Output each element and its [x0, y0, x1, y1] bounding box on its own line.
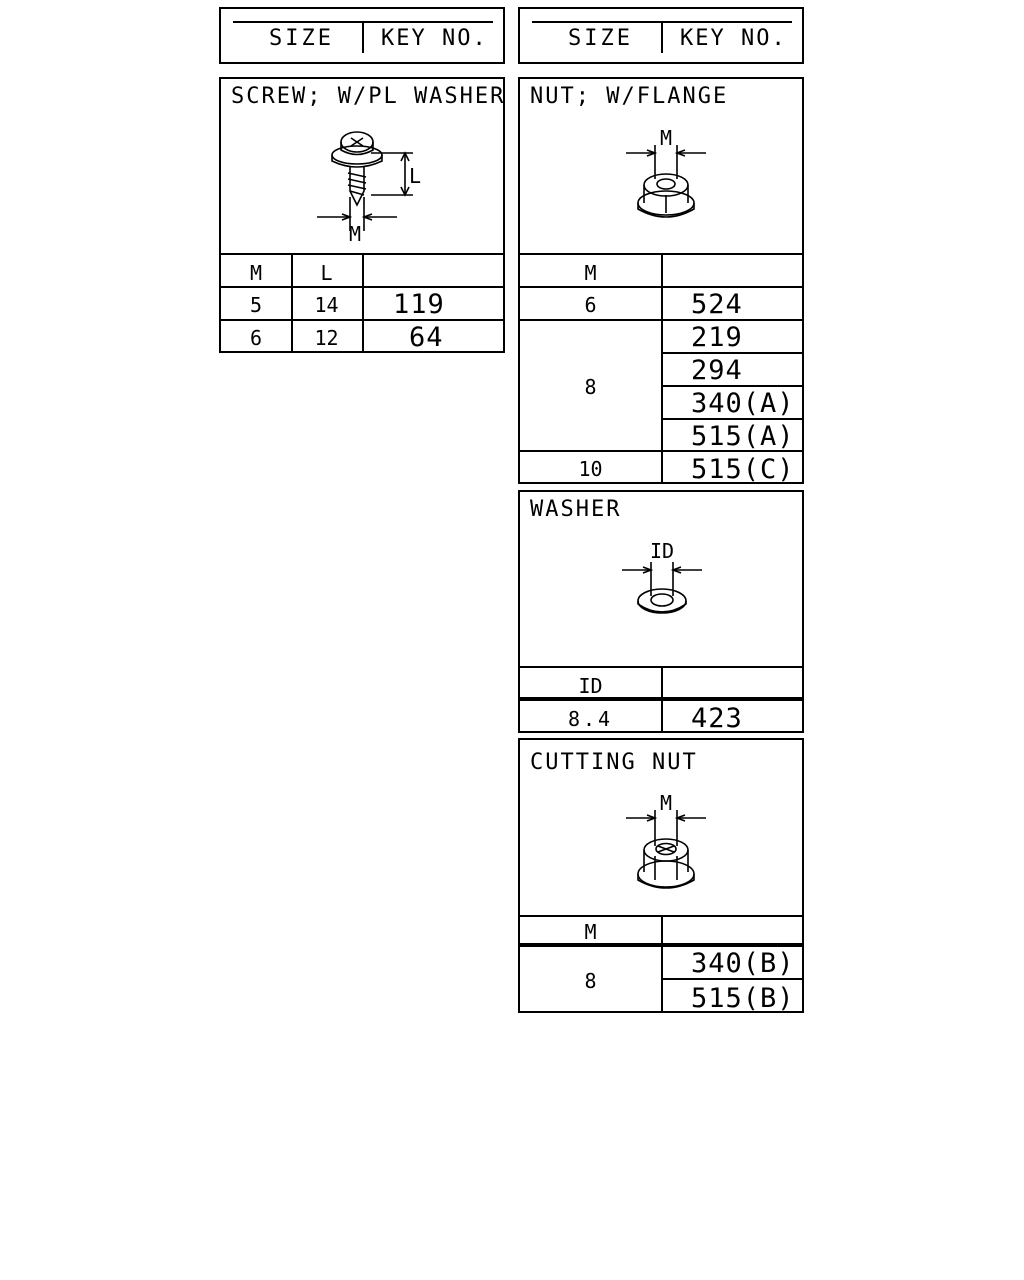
- table-cell-m: 5: [249, 293, 263, 317]
- header-divider: [661, 21, 663, 53]
- screw-panel: SCREW; W/PL WASHER L M M L 5 14: [219, 77, 505, 353]
- table-cell-l: 12: [314, 326, 339, 350]
- table-rule: [661, 978, 802, 980]
- table-cell-m: 6: [249, 326, 263, 350]
- table-cell-id: 8.4: [567, 707, 614, 731]
- key-number: 340(B): [691, 948, 795, 979]
- dim-l-label: L: [409, 164, 421, 188]
- dim-id-label: ID: [650, 539, 674, 563]
- table-cell-m: 8: [584, 969, 597, 993]
- header-divider: [362, 21, 364, 53]
- key-number: 423: [691, 703, 743, 734]
- key-number: 64: [409, 322, 444, 353]
- key-no-label: KEY NO.: [381, 26, 488, 51]
- nut-flange-title: NUT; W/FLANGE: [530, 84, 729, 109]
- col-header-m: M: [584, 920, 597, 944]
- key-number: 515(C): [691, 454, 795, 485]
- washer-title: WASHER: [530, 497, 622, 522]
- table-rule: [291, 253, 293, 351]
- dim-m-label: M: [660, 791, 672, 815]
- table-cell-m: 10: [578, 457, 603, 481]
- table-cell-m: 6: [584, 293, 597, 317]
- flange-nut-icon: M: [520, 126, 806, 255]
- size-label: SIZE: [269, 26, 334, 51]
- screw-title: SCREW; W/PL WASHER: [231, 84, 506, 109]
- dim-m-label: M: [660, 126, 672, 150]
- key-number: 515(A): [691, 421, 795, 452]
- col-header-l: L: [320, 261, 333, 285]
- nut-flange-panel: NUT; W/FLANGE M M 6 524 8 219 294 340(A)…: [518, 77, 804, 484]
- washer-icon: ID: [520, 539, 806, 668]
- key-number: 340(A): [691, 388, 795, 419]
- size-label: SIZE: [568, 26, 633, 51]
- dim-m-label: M: [349, 222, 361, 246]
- table-rule: [362, 253, 364, 351]
- col-header-m: M: [584, 261, 597, 285]
- cutting-nut-title: CUTTING NUT: [530, 750, 698, 775]
- key-number: 219: [691, 322, 743, 353]
- cutting-nut-icon: M: [520, 791, 806, 916]
- table-rule: [661, 253, 663, 482]
- size-key-header-right: SIZE KEY NO.: [518, 7, 804, 64]
- col-header-m: M: [249, 261, 263, 285]
- table-rule: [661, 915, 663, 1011]
- table-rule: [661, 385, 802, 387]
- size-key-header-left: SIZE KEY NO.: [219, 7, 505, 64]
- key-number: 524: [691, 289, 743, 320]
- cutting-nut-panel: CUTTING NUT M M 8 340(B) 515(B): [518, 738, 804, 1013]
- washer-panel: WASHER ID ID 8.4 423: [518, 490, 804, 733]
- col-header-id: ID: [578, 674, 603, 698]
- table-cell-l: 14: [314, 293, 339, 317]
- table-rule: [661, 418, 802, 420]
- key-no-label: KEY NO.: [680, 26, 787, 51]
- key-number: 515(B): [691, 983, 795, 1014]
- table-rule: [661, 352, 802, 354]
- screw-icon: L M: [221, 79, 421, 246]
- key-number: 294: [691, 355, 743, 386]
- table-cell-m: 8: [584, 375, 597, 399]
- key-number: 119: [393, 289, 445, 320]
- table-rule: [661, 666, 663, 731]
